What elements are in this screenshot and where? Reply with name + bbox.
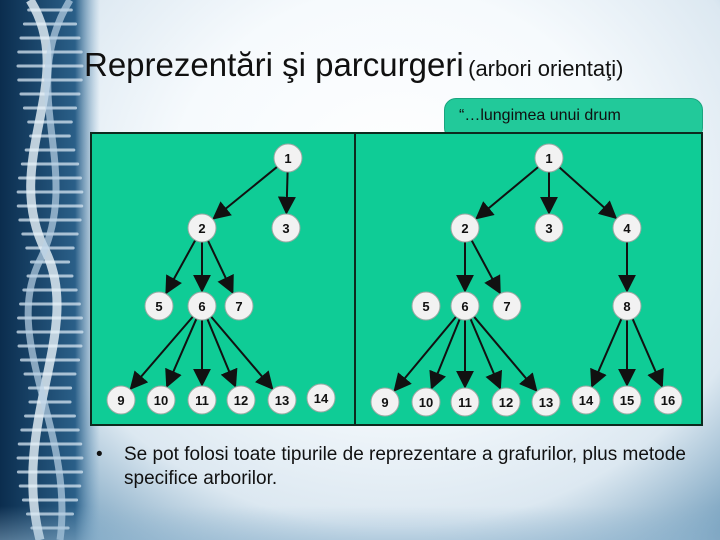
tree-node-label: 14 <box>314 391 329 406</box>
tree-edge-2-7 <box>472 240 500 292</box>
tree-node-label: 12 <box>234 393 248 408</box>
bullet-list: • Se pot folosi toate tipurile de reprez… <box>96 443 696 491</box>
tree-node-label: 6 <box>461 299 468 314</box>
title-subtitle: (arbori orientaţi) <box>468 56 623 81</box>
tree-node-8: 8 <box>613 292 641 320</box>
tree-node-label: 11 <box>195 393 209 408</box>
tree-node-label: 16 <box>661 393 675 408</box>
tree-edge-8-16 <box>633 319 662 386</box>
tree-node-7: 7 <box>493 292 521 320</box>
tree-node-label: 14 <box>579 393 594 408</box>
tree-node-label: 7 <box>503 299 510 314</box>
tree-node-label: 6 <box>198 299 205 314</box>
tree-node-label: 13 <box>275 393 289 408</box>
bullet-dot: • <box>96 443 103 467</box>
tree-node-10: 10 <box>412 388 440 416</box>
bottom-band <box>0 506 720 540</box>
tree-node-15: 15 <box>613 386 641 414</box>
tree-node-label: 15 <box>620 393 634 408</box>
tree-node-label: 2 <box>198 221 205 236</box>
tree-node-5: 5 <box>145 292 173 320</box>
tree-edge-1-2 <box>214 167 278 219</box>
tree-node-14: 14 <box>572 386 600 414</box>
tree-node-5: 5 <box>412 292 440 320</box>
bullet-text: Se pot folosi toate tipurile de reprezen… <box>124 443 696 491</box>
tree-node-label: 10 <box>154 393 168 408</box>
title-main: Reprezentări şi parcurgeri <box>84 46 464 83</box>
tree-node-13: 13 <box>268 386 296 414</box>
tree-node-label: 12 <box>499 395 513 410</box>
tree-node-7: 7 <box>225 292 253 320</box>
tree-node-10: 10 <box>147 386 175 414</box>
tree-node-2: 2 <box>188 214 216 242</box>
tree-node-3: 3 <box>535 214 563 242</box>
tree-node-6: 6 <box>451 292 479 320</box>
tree-edge-1-3 <box>286 172 287 213</box>
tree-node-11: 11 <box>451 388 479 416</box>
tree-node-label: 5 <box>155 299 162 314</box>
tree-node-label: 3 <box>282 221 289 236</box>
tree-node-9: 9 <box>371 388 399 416</box>
tree-edge-6-9 <box>131 317 193 389</box>
tree-edge-6-13 <box>211 317 272 389</box>
tree-node-label: 9 <box>117 393 124 408</box>
tree-node-label: 7 <box>235 299 242 314</box>
tree-edge-1-2 <box>477 167 539 218</box>
tree-edge-6-13 <box>474 317 536 391</box>
tree-node-3: 3 <box>272 214 300 242</box>
tree-node-label: 10 <box>419 395 433 410</box>
tree-node-9: 9 <box>107 386 135 414</box>
tree-node-label: 1 <box>545 151 552 166</box>
tree-node-4: 4 <box>613 214 641 242</box>
slide-title: Reprezentări şi parcurgeri (arbori orien… <box>84 46 623 84</box>
tree-node-label: 5 <box>422 299 429 314</box>
tree-node-13: 13 <box>532 388 560 416</box>
tree-node-label: 1 <box>284 151 291 166</box>
tree-node-12: 12 <box>227 386 255 414</box>
tree-node-label: 9 <box>381 395 388 410</box>
tree-node-6: 6 <box>188 292 216 320</box>
tree-node-14: 14 <box>307 384 335 412</box>
callout-text: “…lungimea unui drum <box>459 107 621 125</box>
tree-node-1: 1 <box>274 144 302 172</box>
tree-node-label: 11 <box>458 395 472 410</box>
tree-node-12: 12 <box>492 388 520 416</box>
tree-edge-2-7 <box>208 241 233 293</box>
tree-node-2: 2 <box>451 214 479 242</box>
tree-node-label: 2 <box>461 221 468 236</box>
tree-node-label: 4 <box>623 221 631 236</box>
tree-node-label: 8 <box>623 299 630 314</box>
tree-node-11: 11 <box>188 386 216 414</box>
tree-edge-1-4 <box>559 167 615 218</box>
tree-edge-2-5 <box>166 240 195 293</box>
tree-node-label: 13 <box>539 395 553 410</box>
tree-edge-8-14 <box>592 319 621 386</box>
tree-node-16: 16 <box>654 386 682 414</box>
tree-node-label: 3 <box>545 221 552 236</box>
tree-node-1: 1 <box>535 144 563 172</box>
tree-edge-6-9 <box>395 317 456 391</box>
